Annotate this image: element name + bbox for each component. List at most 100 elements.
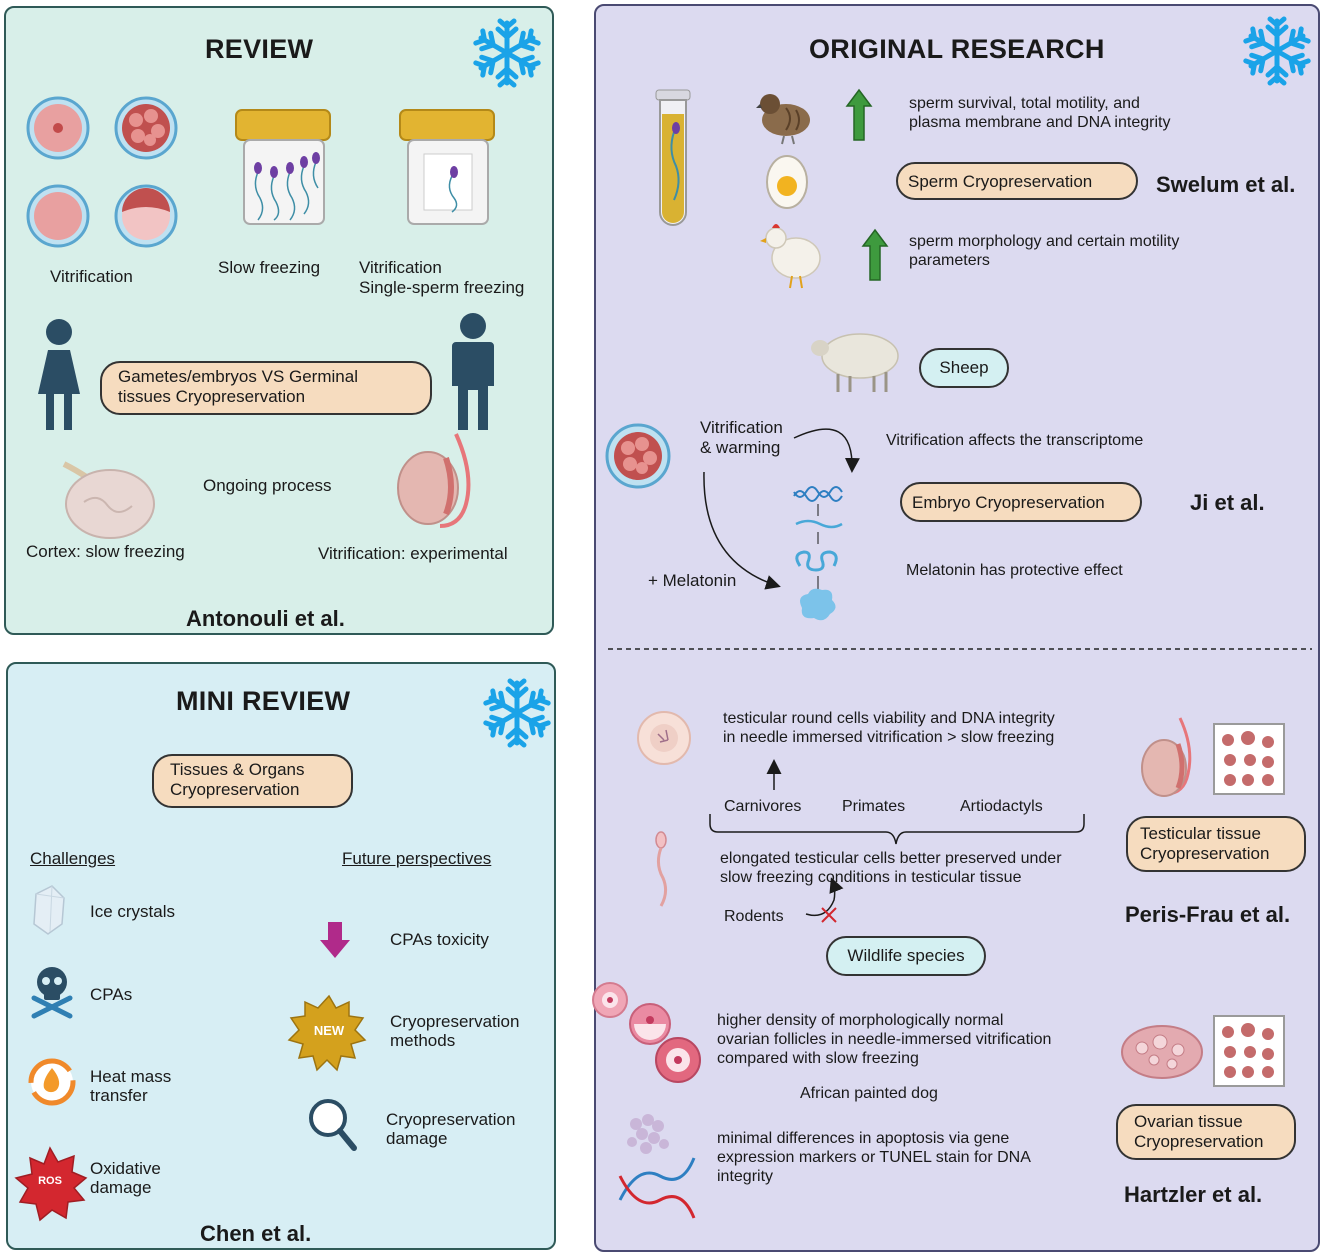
hartzler-line-1c: compared with slow freezing bbox=[717, 1050, 919, 1067]
oocytes-embryos-icon bbox=[26, 96, 178, 248]
pill-line-1: Gametes/embryos VS Germinal bbox=[118, 367, 358, 386]
review-title: REVIEW bbox=[205, 34, 314, 64]
hartzler-line-2a: minimal differences in apoptosis via gen… bbox=[717, 1130, 1010, 1147]
hartzler-line-1b: ovarian follicles in needle-immersed vit… bbox=[717, 1031, 1052, 1048]
new-label: NEW bbox=[314, 1023, 345, 1038]
hartzler-line-2b: expression markers or TUNEL stain for DN… bbox=[717, 1149, 1031, 1166]
snowflake-icon bbox=[472, 18, 542, 88]
author-ji: Ji et al. bbox=[1190, 490, 1265, 515]
pill-wildlife: Wildlife species bbox=[826, 936, 986, 976]
ji-transcriptome: Vitrification affects the transcriptome bbox=[886, 432, 1144, 449]
gene-expression-icon bbox=[793, 486, 843, 621]
pill-line-2: Cryopreservation bbox=[170, 780, 300, 799]
tissue-fragments-icon bbox=[1213, 723, 1285, 795]
challenge-damage: damage bbox=[90, 1178, 152, 1197]
peris-carnivores: Carnivores bbox=[724, 798, 802, 815]
author-chen: Chen et al. bbox=[200, 1221, 312, 1246]
male-icon bbox=[452, 313, 494, 430]
pill-line-2: Cryopreservation bbox=[1134, 1132, 1264, 1151]
sperm-jar-icon bbox=[235, 109, 331, 225]
ice-crystal-icon bbox=[33, 885, 65, 935]
up-arrow-icon bbox=[861, 228, 889, 281]
future-cryo-methods-2: methods bbox=[390, 1031, 456, 1050]
pill-sheep: Sheep bbox=[919, 348, 1009, 388]
magnifier-icon bbox=[309, 1099, 357, 1151]
label-vitrification: Vitrification bbox=[50, 267, 133, 286]
challenge-transfer: transfer bbox=[90, 1086, 148, 1105]
future-cryo-damage-2: damage bbox=[386, 1129, 448, 1148]
peris-line-1b: in needle immersed vitrification > slow … bbox=[723, 729, 1055, 746]
pill-line-2: Cryopreservation bbox=[1140, 844, 1270, 863]
hartzler-dog: African painted dog bbox=[800, 1085, 938, 1102]
label-vit-experimental: Vitrification: experimental bbox=[318, 544, 508, 563]
egg-icon bbox=[766, 155, 808, 209]
label-vitrification-2: Vitrification bbox=[359, 258, 442, 277]
label-single-sperm: Single-sperm freezing bbox=[359, 278, 525, 297]
label-slow-freezing: Slow freezing bbox=[218, 258, 321, 277]
challenge-heat-mass: Heat mass bbox=[90, 1067, 172, 1086]
challenges-header: Challenges bbox=[30, 849, 116, 868]
author-swelum: Swelum et al. bbox=[1156, 172, 1296, 197]
original-title: ORIGINAL RESEARCH bbox=[809, 34, 1105, 64]
peris-artiodactyls: Artiodactyls bbox=[960, 798, 1043, 815]
future-header: Future perspectives bbox=[342, 849, 492, 868]
section-divider bbox=[608, 648, 1312, 650]
ovarian-cortex-icon bbox=[62, 461, 155, 539]
original-research-panel: ORIGINAL RESEARCH sperm survival, total … bbox=[592, 4, 1320, 1252]
down-arrow-icon bbox=[320, 922, 350, 958]
label-ongoing: Ongoing process bbox=[203, 476, 332, 495]
author-antonouli: Antonouli et al. bbox=[186, 606, 345, 631]
ji-vit-1: Vitrification bbox=[700, 418, 783, 437]
embryo-icon bbox=[605, 423, 671, 489]
single-sperm-jar-icon bbox=[399, 109, 495, 225]
mini-review-title: MINI REVIEW bbox=[176, 686, 351, 716]
ji-melatonin: + Melatonin bbox=[648, 571, 737, 590]
swelum-line-2b: parameters bbox=[909, 252, 990, 269]
future-cpas-toxicity: CPAs toxicity bbox=[390, 930, 489, 949]
author-peris-frau: Peris-Frau et al. bbox=[1125, 902, 1291, 927]
hartzler-line-1a: higher density of morphologically normal bbox=[717, 1012, 1004, 1029]
skull-crossbones-icon bbox=[31, 967, 73, 1019]
future-cryo-damage-1: Cryopreservation bbox=[386, 1110, 516, 1129]
testis-icon bbox=[1141, 717, 1192, 797]
future-cryo-methods-1: Cryopreservation bbox=[390, 1012, 520, 1031]
author-hartzler: Hartzler et al. bbox=[1124, 1182, 1263, 1207]
swelum-line-2a: sperm morphology and certain motility bbox=[909, 233, 1180, 250]
pill-testicular-tissue: Testicular tissue Cryopreservation bbox=[1126, 816, 1306, 872]
ovarian-tissue-icon bbox=[1121, 1025, 1203, 1079]
pill-gametes-vs-germinal: Gametes/embryos VS Germinal tissues Cryo… bbox=[100, 361, 432, 415]
challenge-oxidative: Oxidative bbox=[90, 1159, 161, 1178]
tissue-fragments-icon bbox=[1213, 1015, 1285, 1087]
ovarian-follicles-icon bbox=[592, 982, 701, 1083]
pill-line-2: tissues Cryopreservation bbox=[118, 387, 306, 406]
swelum-line-1a: sperm survival, total motility, and bbox=[909, 95, 1140, 112]
peris-primates: Primates bbox=[842, 798, 906, 815]
challenge-ice-crystals: Ice crystals bbox=[90, 902, 176, 921]
ji-arrows bbox=[703, 428, 860, 590]
mini-review-panel: MINI REVIEW Tissues & Organs Cryopreserv… bbox=[6, 662, 556, 1250]
peris-line-2a: elongated testicular cells better preser… bbox=[720, 850, 1062, 867]
label-cortex: Cortex: slow freezing bbox=[26, 542, 185, 561]
new-badge-icon: NEW bbox=[287, 994, 367, 1072]
round-cell-icon bbox=[637, 711, 691, 765]
review-panel: REVIEW Vitrification Slow freezing Vitri… bbox=[4, 6, 554, 635]
pill-ovarian-tissue: Ovarian tissue Cryopreservation bbox=[1116, 1104, 1296, 1160]
test-tube-icon bbox=[655, 89, 691, 226]
snowflake-icon bbox=[482, 678, 552, 748]
pill-line-1: Ovarian tissue bbox=[1134, 1112, 1243, 1131]
pill-line-1: Tissues & Organs bbox=[170, 760, 305, 779]
peris-line-2b: slow freezing conditions in testicular t… bbox=[720, 869, 1022, 886]
quail-icon bbox=[756, 94, 810, 145]
peris-arrows bbox=[709, 759, 1085, 923]
pill-tissues-organs: Tissues & Organs Cryopreservation bbox=[152, 754, 353, 808]
swelum-line-1b: plasma membrane and DNA integrity bbox=[909, 114, 1171, 131]
ji-protective: Melatonin has protective effect bbox=[906, 562, 1123, 579]
female-icon bbox=[38, 319, 80, 430]
peris-line-1a: testicular round cells viability and DNA… bbox=[723, 710, 1055, 727]
ji-vit-2: & warming bbox=[700, 438, 781, 457]
pill-sperm-cryo: Sperm Cryopreservation bbox=[896, 162, 1138, 200]
challenge-cpas: CPAs bbox=[90, 985, 133, 1004]
heat-transfer-icon bbox=[28, 1058, 76, 1106]
hartzler-line-2c: integrity bbox=[717, 1168, 774, 1185]
up-arrow-icon bbox=[845, 88, 873, 141]
